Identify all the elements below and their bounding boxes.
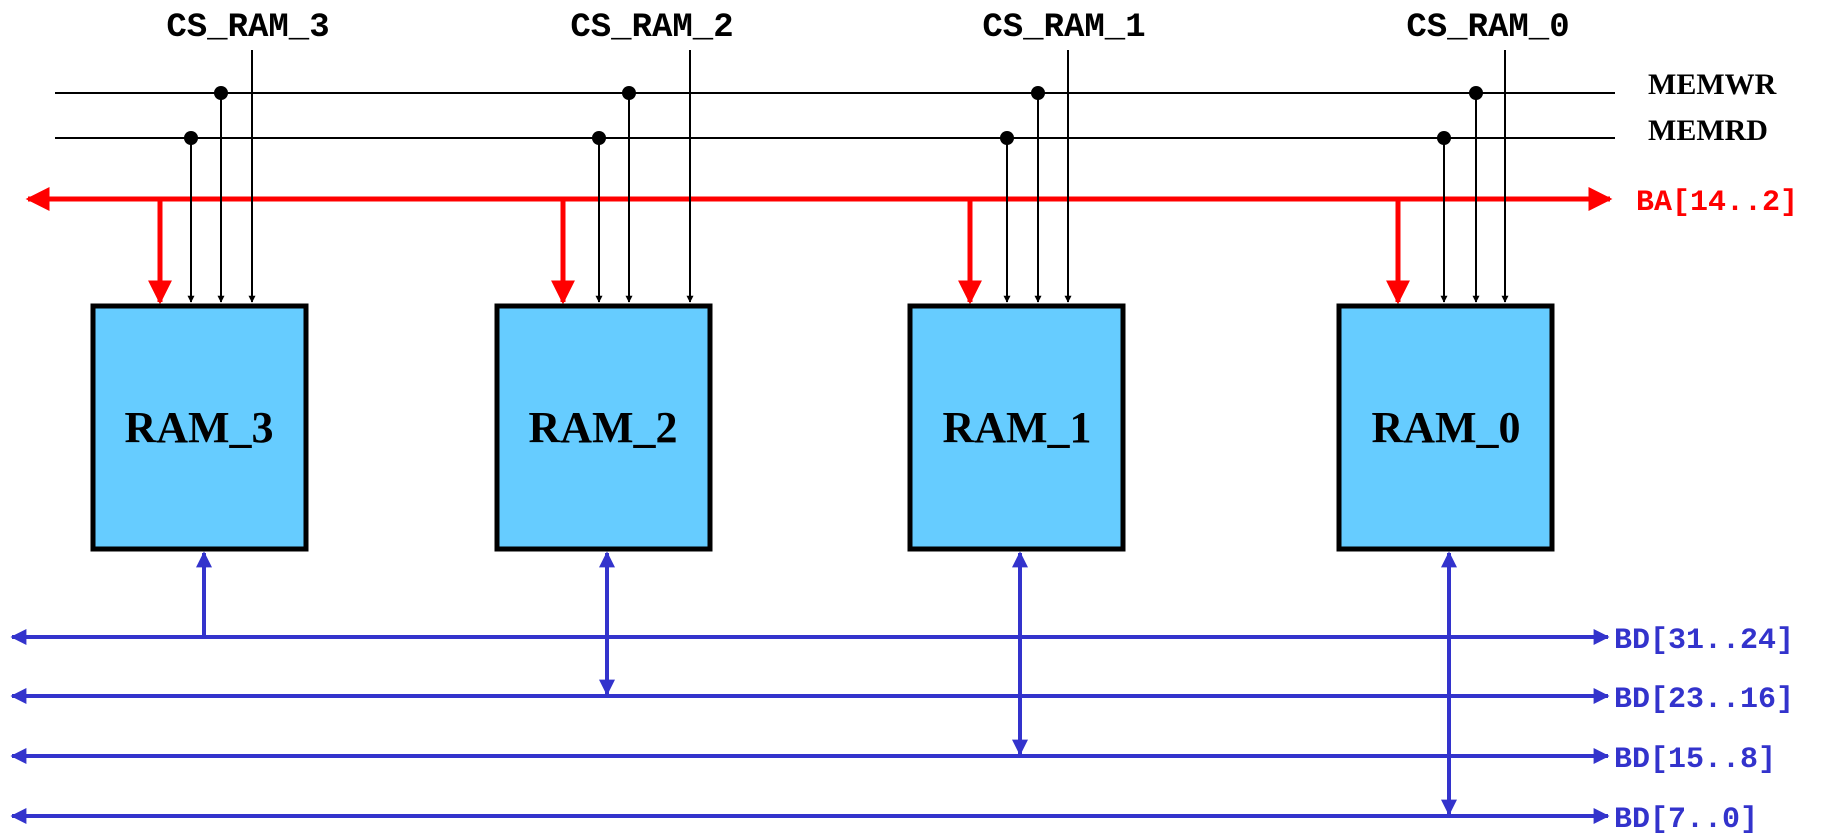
ram-1-label: RAM_1 xyxy=(942,403,1091,452)
ram-2-memwr-junction xyxy=(622,86,636,100)
data-bus-23-16-label: BD[23..16] xyxy=(1614,683,1794,717)
ram-0-memrd-junction xyxy=(1437,131,1451,145)
cs-ram-2-label: CS_RAM_2 xyxy=(570,9,733,47)
cs-ram-1-label: CS_RAM_1 xyxy=(982,9,1145,47)
ram-3-memrd-junction xyxy=(184,131,198,145)
ram-2-block xyxy=(494,303,713,552)
ram-0-label: RAM_0 xyxy=(1371,403,1520,452)
ram-2-group: RAM_2 xyxy=(494,50,713,696)
ram-1-group: RAM_1 xyxy=(907,50,1126,756)
ram-3-memwr-junction xyxy=(214,86,228,100)
ram-0-memwr-junction xyxy=(1469,86,1483,100)
memrd-label: MEMRD xyxy=(1648,114,1768,147)
ram-3-label: RAM_3 xyxy=(124,403,273,452)
ram-3-group: RAM_3 xyxy=(90,50,309,635)
data-bus-15-8-label: BD[15..8] xyxy=(1614,743,1776,777)
ram-3-block xyxy=(90,303,309,552)
data-bus-7-0-label: BD[7..0] xyxy=(1614,803,1758,834)
ram-1-memrd-junction xyxy=(1000,131,1014,145)
ram-2-label: RAM_2 xyxy=(528,403,677,452)
cs-ram-0-label: CS_RAM_0 xyxy=(1406,9,1569,47)
ram-1-memwr-junction xyxy=(1031,86,1045,100)
ram-1-block xyxy=(907,303,1126,552)
data-bus-31-24-label: BD[31..24] xyxy=(1614,624,1794,658)
ram-2-memrd-junction xyxy=(592,131,606,145)
ram-0-block xyxy=(1336,303,1555,552)
cs-ram-3-label: CS_RAM_3 xyxy=(166,9,329,47)
ram-0-group: RAM_0 xyxy=(1336,50,1555,816)
memwr-label: MEMWR xyxy=(1648,68,1777,101)
address-bus-label: BA[14..2] xyxy=(1636,186,1798,220)
